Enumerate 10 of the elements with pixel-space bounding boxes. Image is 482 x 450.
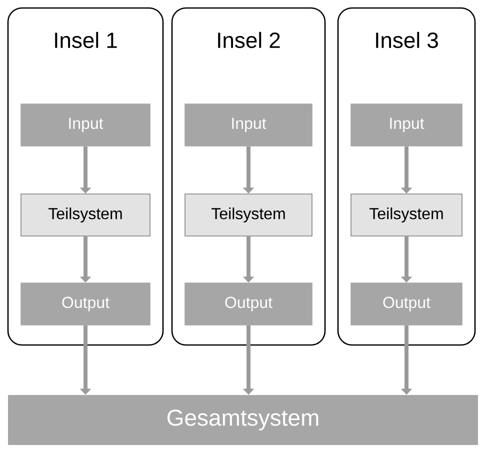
process-box: Output (350, 282, 462, 326)
process-box: Input (20, 104, 150, 146)
process-box: Input (184, 104, 312, 146)
subsystem-box: Teilsystem (184, 194, 312, 236)
subsystem-box: Teilsystem (350, 194, 462, 236)
subsystem-box: Teilsystem (20, 194, 150, 236)
process-box: Output (20, 282, 150, 326)
system-bar: Gesamtsystem (8, 395, 478, 445)
process-box: Output (184, 282, 312, 326)
process-box: Input (350, 104, 462, 146)
